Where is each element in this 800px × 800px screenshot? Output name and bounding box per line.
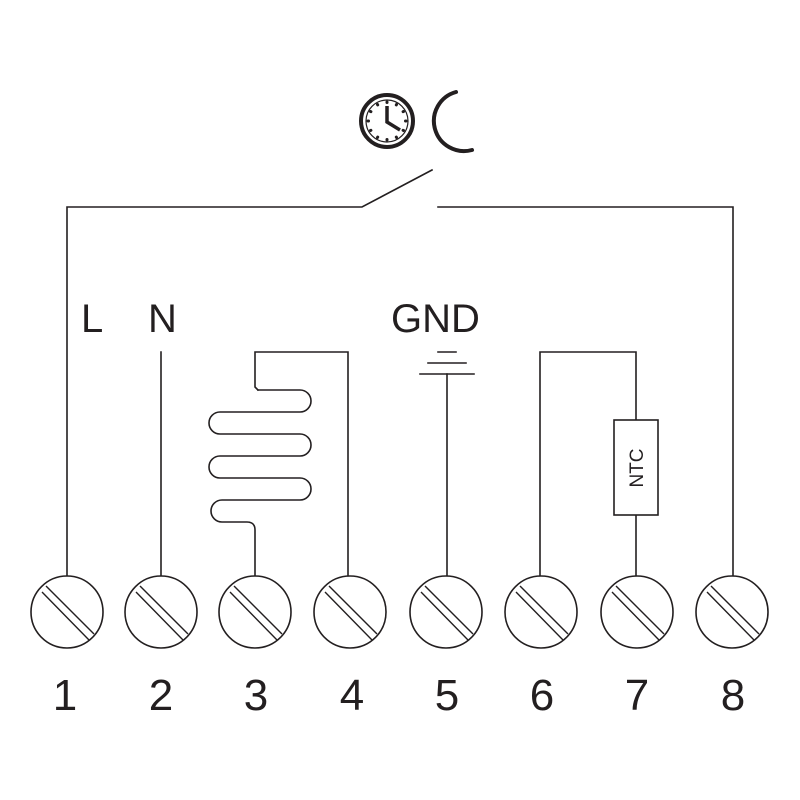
clock-icon: [359, 93, 415, 149]
heating-element-icon: [208, 351, 349, 579]
screw-terminal-7: [600, 575, 674, 649]
terminal-number-8: 8: [721, 671, 745, 720]
live-label: L: [81, 297, 103, 341]
screw-terminal-3: [218, 575, 292, 649]
terminal-number-7: 7: [625, 671, 649, 720]
screw-terminal-4: [313, 575, 387, 649]
terminal-number-1: 1: [53, 671, 77, 720]
terminal-number-3: 3: [244, 671, 268, 720]
terminal-number-4: 4: [340, 671, 364, 720]
ntc-label: NTC: [627, 448, 648, 487]
screw-terminal-1: [30, 575, 104, 649]
ntc-loop-wire: [539, 351, 637, 579]
screw-terminal-8: [695, 575, 769, 649]
screw-terminal-2: [124, 575, 198, 649]
switch-icon: [66, 168, 734, 579]
terminal-number-6: 6: [530, 671, 554, 720]
ground-label: GND: [391, 297, 480, 341]
neutral-label: N: [148, 297, 177, 341]
moon-icon: [431, 90, 474, 154]
ntc-resistor-icon: NTC: [613, 419, 659, 516]
terminal-number-5: 5: [435, 671, 459, 720]
screw-terminal-5: [409, 575, 483, 649]
screw-terminal-6: [504, 575, 578, 649]
ground-symbol-icon: [419, 351, 475, 579]
terminal-number-2: 2: [149, 671, 173, 720]
